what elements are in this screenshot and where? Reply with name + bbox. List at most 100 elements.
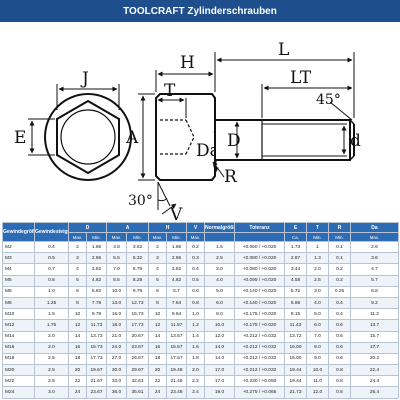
table-cell: 0.4 (328, 308, 351, 321)
table-cell: 21.73 (284, 386, 307, 399)
table-cell: 30.0 (106, 364, 127, 377)
table-cell: 0.8 (328, 375, 351, 388)
table-cell: 19.0 (204, 386, 235, 399)
table-cell: 3.82 (86, 263, 107, 276)
table-cell: 10 (148, 308, 167, 321)
side-view: A H T Da (125, 40, 361, 222)
table-cell: 9.2 (350, 296, 399, 310)
table-cell: 5.5 (106, 252, 127, 265)
table-cell: 1.86 (86, 240, 107, 254)
header-T: T (306, 222, 329, 233)
table-cell: 8 (68, 296, 87, 310)
table-cell: 2.5 (34, 352, 69, 366)
label-d: d (350, 131, 361, 151)
table-cell: 1.0 (34, 285, 69, 298)
table-cell: 16.00 (284, 352, 307, 366)
table-cell: 1.73 (284, 240, 307, 254)
table-cell: 20.67 (126, 330, 149, 343)
label-V: V (169, 205, 183, 222)
table-cell: 15.57 (166, 341, 187, 354)
header-tolerance: Toleranz (234, 222, 285, 233)
table-cell: 2 (68, 240, 87, 254)
table-cell: 17.73 (126, 319, 149, 332)
label-D: D (227, 131, 241, 151)
table-cell: 12.0 (204, 330, 235, 343)
dimensions-table-container: Gewindegröße Gewindesteigung D A H V Nor… (2, 222, 399, 399)
table-cell: 2 (148, 240, 167, 254)
table-cell: 0.2 (186, 240, 205, 254)
table-cell: +0.175 / +0.020 (234, 308, 285, 321)
table-cell: 9.15 (284, 308, 307, 321)
table-cell: 8.0 (204, 308, 235, 321)
table-cell: 3.82 (166, 263, 187, 276)
subheader-R: Min. (328, 232, 351, 242)
table-cell: 24.4 (350, 375, 399, 388)
table-cell: 17.7 (350, 341, 399, 354)
dimensions-table: Gewindegröße Gewindesteigung D A H V Nor… (2, 222, 399, 399)
table-cell: 13.72 (284, 330, 307, 343)
end-view: J E (14, 69, 132, 181)
header-pitch: Gewindesteigung (34, 222, 69, 242)
table-cell: 0.8 (328, 386, 351, 399)
table-cell: 12 (148, 319, 167, 332)
subheader-nominal (204, 232, 235, 242)
table-cell: 4 (148, 263, 167, 276)
table-cell: 0.7 (34, 263, 69, 276)
label-R: R (224, 167, 238, 187)
table-cell: 0.2 (328, 274, 351, 287)
table-cell: 19.44 (284, 364, 307, 377)
table-cell: 14.0 (204, 352, 235, 366)
table-cell: 27.0 (106, 352, 127, 366)
table-cell: 11.43 (284, 319, 307, 332)
subheader-H-min: Min. (166, 232, 187, 242)
table-cell: 18.0 (106, 319, 127, 332)
table-cell: 8 (148, 296, 167, 310)
table-cell: 0.6 (328, 319, 351, 332)
screw-head (155, 93, 216, 181)
table-cell: 5.72 (284, 285, 307, 298)
table-cell: 20 (148, 364, 167, 377)
table-cell: 19.67 (86, 364, 107, 377)
header-V: V (186, 222, 205, 233)
cell-thread-size: M14 (2, 330, 35, 343)
table-cell: 4.0 (306, 296, 329, 310)
table-cell: 1.5 (34, 308, 69, 321)
table-cell: +0.212 / +0.032 (234, 330, 285, 343)
label-Da: Da (196, 141, 220, 161)
table-cell: 3.6 (350, 252, 399, 265)
table-cell: 13.73 (86, 330, 107, 343)
table-cell: +0.230 / +0.050 (234, 375, 285, 388)
hex-socket (56, 99, 120, 175)
table-cell: 13.0 (106, 296, 127, 310)
table-cell: 24 (68, 386, 87, 399)
table-cell: 3 (68, 252, 87, 265)
table-cell: 11.2 (350, 308, 399, 321)
table-cell: 14 (148, 330, 167, 343)
table-cell: 5.0 (306, 308, 329, 321)
subheader-H-max: Max. (148, 232, 167, 242)
table-cell: 23.48 (166, 386, 187, 399)
table-cell: 5 (68, 274, 87, 287)
table-cell: +0.095 / +0.020 (234, 274, 285, 287)
table-cell: 2.5 (306, 274, 329, 287)
table-cell: 1.5 (204, 240, 235, 254)
table-cell: 0.4 (328, 296, 351, 310)
table-cell: 10.0 (106, 285, 127, 298)
table-cell: 19.48 (166, 364, 187, 377)
table-cell: 23.67 (86, 386, 107, 399)
table-cell: 13.57 (166, 330, 187, 343)
table-cell: 10 (68, 308, 87, 321)
technical-drawing: J E A H T (0, 22, 400, 222)
table-cell: +0.212 / +0.032 (234, 341, 285, 354)
table-cell: 12 (68, 319, 87, 332)
table-cell: 22.4 (350, 364, 399, 377)
table-cell: 9.78 (86, 308, 107, 321)
label-angle45: 45° (316, 92, 341, 108)
table-cell: 11.0 (306, 375, 329, 388)
table-cell: +0.140 / +0.020 (234, 285, 285, 298)
